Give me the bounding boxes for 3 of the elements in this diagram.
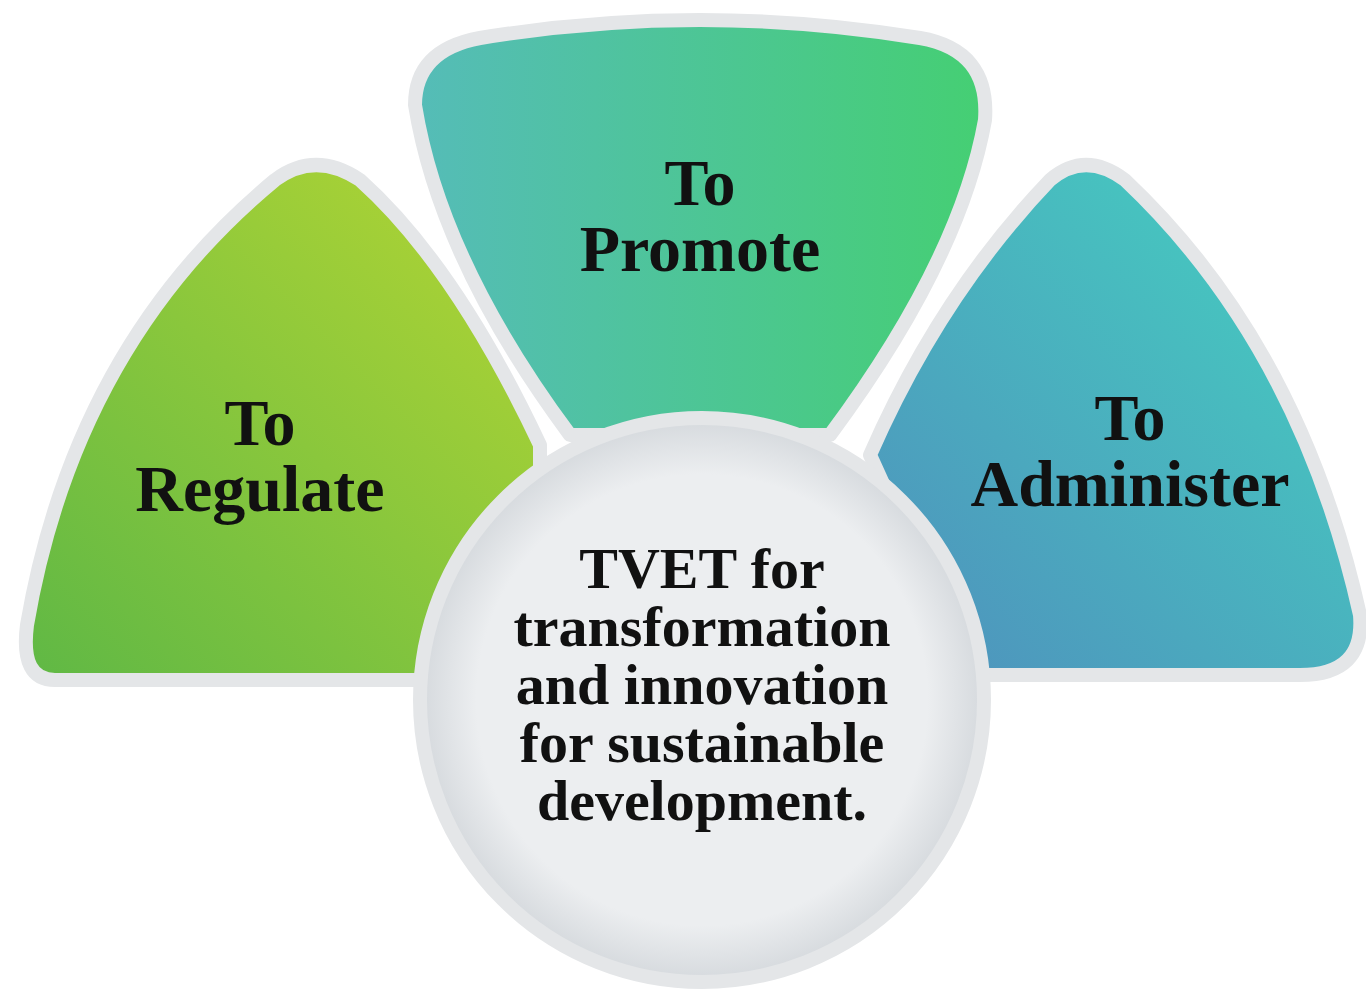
center-text: TVET for transformation and innovation for sustainable development. [512,540,892,830]
petal-label: To Promote [578,150,822,282]
petal-label: To Administer [969,385,1291,517]
